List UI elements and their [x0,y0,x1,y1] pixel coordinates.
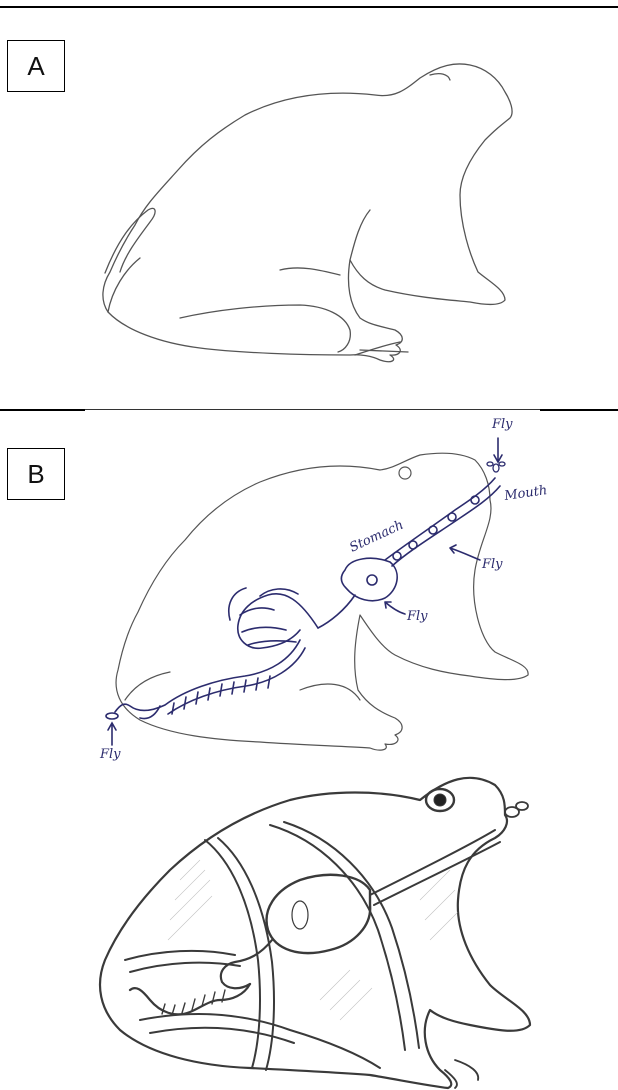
label-fly-stomach: Fly [406,609,428,624]
digestive-tract-b [106,438,502,745]
frog-outline-a [103,64,512,362]
frog-outline-b [116,453,528,750]
label-mouth: Mouth [502,483,548,504]
label-fly-top: Fly [491,417,513,432]
frog-pencil-sketch [100,778,530,1088]
label-fly-exit: Fly [99,747,121,762]
fly-figure-b [487,462,505,472]
label-fly-throat: Fly [481,557,503,572]
label-stomach: Stomach [347,518,406,556]
